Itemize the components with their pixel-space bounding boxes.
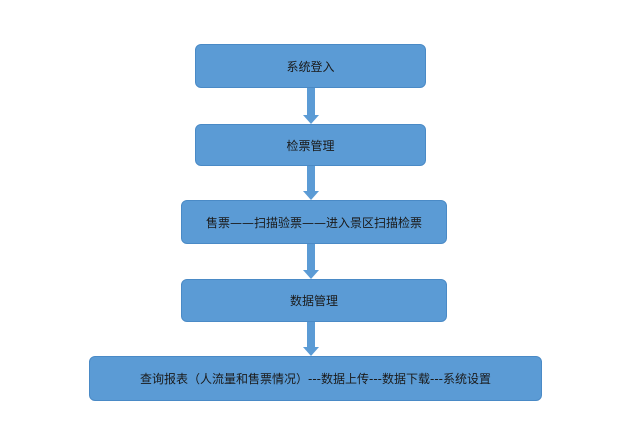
step-ticket-check-management: 检票管理 [195, 124, 426, 166]
arrow-head [303, 270, 319, 279]
step-label: 数据管理 [289, 294, 338, 308]
arrow-shaft [307, 166, 315, 191]
arrow-down-1 [303, 88, 319, 124]
step-reports-upload-download-settings: 查询报表（人流量和售票情况）---数据上传---数据下载---系统设置 [89, 356, 542, 401]
arrow-down-3 [303, 244, 319, 279]
step-label: 查询报表（人流量和售票情况）---数据上传---数据下载---系统设置 [140, 372, 491, 386]
arrow-shaft [307, 88, 315, 115]
arrow-shaft [307, 322, 315, 347]
arrow-head [303, 191, 319, 200]
step-ticketing-scan: 售票——扫描验票——进入景区扫描检票 [181, 200, 447, 244]
step-label: 检票管理 [286, 138, 335, 153]
step-label: 系统登入 [286, 59, 335, 74]
arrow-down-4 [303, 322, 319, 356]
arrow-head [303, 347, 319, 356]
arrow-head [303, 115, 319, 124]
step-data-management: 数据管理 [181, 279, 447, 322]
step-label: 售票——扫描验票——进入景区扫描检票 [205, 215, 422, 230]
step-system-login: 系统登入 [195, 44, 426, 88]
arrow-down-2 [303, 166, 319, 200]
arrow-shaft [307, 244, 315, 270]
